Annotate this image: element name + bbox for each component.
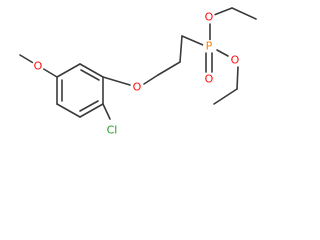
bond-ether-o-to-c1	[143, 74, 159, 85]
lower-ethoxy-oxygen-label: O	[231, 54, 240, 67]
ether-oxygen: O	[131, 81, 143, 94]
bond-upper-ethoxy-ch2-to-ch3	[231, 7, 257, 20]
ring-bond-3	[79, 103, 104, 118]
bond-ring-to-ether-o	[102, 76, 131, 86]
upper-ethoxy-oxygen-label: O	[205, 11, 214, 24]
phosphorus-atom: P	[203, 40, 215, 53]
lower-ethoxy-oxygen: O	[229, 54, 241, 67]
bond-lower-ethoxy-o-to-ch2	[236, 66, 239, 90]
ether-oxygen-label: O	[133, 81, 142, 94]
chlorine-label: Cl	[107, 124, 118, 137]
methoxy-oxygen-label: O	[34, 60, 43, 73]
bond-ring-to-methoxy-o	[41, 67, 58, 78]
bond-upper-ethoxy-o-to-ch2	[213, 7, 233, 16]
bond-c3-to-p	[181, 35, 204, 46]
chlorine-atom: Cl	[107, 124, 118, 137]
bond-c2-to-c3	[179, 35, 183, 63]
ring-double-bond-2	[79, 100, 99, 112]
phosphoryl-oxygen: O	[203, 73, 215, 86]
bonds	[19, 7, 257, 120]
ring-double-bond-1	[80, 69, 100, 81]
bond-methoxy-o-to-methyl	[19, 54, 36, 65]
chemical-structure: O O Cl P O O O	[19, 7, 257, 137]
bond-ring-to-cl	[102, 103, 111, 120]
bond-c1-to-c2	[157, 61, 181, 76]
phosphoryl-oxygen-label: O	[205, 73, 214, 86]
bond-lower-ethoxy-ch2-to-ch3	[213, 88, 238, 105]
atom-labels: O O Cl P O O O	[32, 11, 241, 137]
ring-bond-6	[56, 63, 81, 78]
ring-bond-4	[56, 103, 81, 118]
bond-p-to-lower-ethoxy-o	[216, 49, 229, 57]
methoxy-oxygen: O	[32, 60, 44, 73]
phosphorus-label: P	[206, 40, 213, 53]
ring-bond-1	[79, 63, 104, 78]
upper-ethoxy-oxygen: O	[203, 11, 215, 24]
